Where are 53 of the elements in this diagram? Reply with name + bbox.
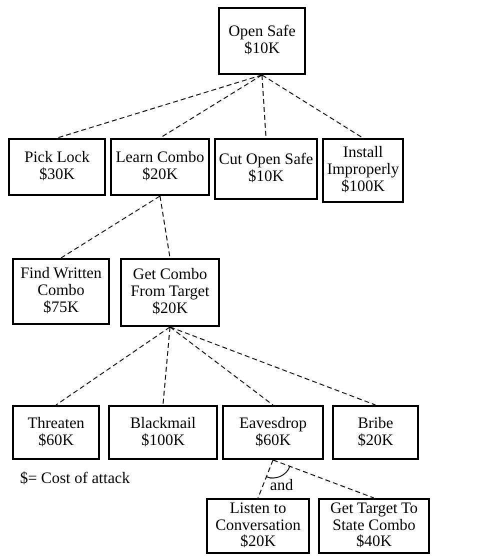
attack-name: Install Improperly bbox=[326, 145, 400, 179]
attack-cost: $20K bbox=[142, 167, 178, 184]
attack-box bbox=[108, 405, 218, 460]
connector-line bbox=[170, 326, 376, 406]
attack-cost: $75K bbox=[43, 300, 79, 317]
attack-cost: $40K bbox=[356, 534, 392, 552]
attack-cost: $10K bbox=[248, 169, 284, 186]
attack-cost: $10K bbox=[244, 41, 280, 58]
attack-box bbox=[206, 498, 310, 554]
attack-box bbox=[110, 138, 210, 196]
attack-cost: $30K bbox=[39, 167, 75, 184]
connector-line bbox=[258, 460, 274, 498]
connector-line bbox=[56, 326, 170, 406]
attack-name: Bribe bbox=[358, 416, 394, 432]
connector-line bbox=[56, 74, 262, 138]
connector-line bbox=[262, 74, 364, 138]
note: $= Cost of attack bbox=[20, 470, 130, 488]
attack-name: Listen to Conversation bbox=[214, 500, 302, 534]
attack-name: Learn Combo bbox=[116, 150, 204, 167]
attack-box bbox=[214, 138, 318, 200]
connector-line bbox=[160, 74, 262, 138]
attack-cost: $60K bbox=[38, 432, 74, 450]
attack-cost: $20K bbox=[358, 432, 394, 450]
attack-box bbox=[12, 258, 110, 325]
connector-line bbox=[160, 196, 170, 258]
connector-line bbox=[262, 74, 266, 138]
attack-name: Threaten bbox=[28, 416, 84, 432]
attack-box bbox=[8, 138, 106, 196]
attack-name: Blackmail bbox=[130, 416, 196, 432]
connector-line bbox=[272, 460, 374, 498]
attack-name: Pick Lock bbox=[24, 150, 90, 167]
attack-name: Open Safe bbox=[228, 24, 296, 41]
attack-name: Find Written Combo bbox=[19, 266, 103, 300]
attack-name: Eavesdrop bbox=[239, 416, 307, 432]
attack-name: Get Target To State Combo bbox=[329, 500, 419, 534]
and-label: and bbox=[270, 477, 294, 495]
connector-line bbox=[162, 326, 170, 406]
attack-box bbox=[322, 138, 404, 203]
attack-box bbox=[12, 405, 100, 460]
attack-cost: $100K bbox=[141, 432, 185, 450]
attack-box bbox=[332, 405, 419, 460]
attack-cost: $20K bbox=[240, 534, 276, 552]
attack-name: Get Combo From Target bbox=[130, 267, 210, 301]
attack-cost: $60K bbox=[255, 432, 291, 450]
attack-name: Cut Open Safe bbox=[218, 152, 314, 169]
attack-box bbox=[218, 7, 306, 75]
attack-box bbox=[222, 405, 324, 460]
attack-box bbox=[120, 258, 220, 327]
attack-cost: $100K bbox=[341, 178, 385, 196]
attack-box bbox=[318, 498, 430, 554]
connector-line bbox=[60, 196, 160, 258]
attack-cost: $20K bbox=[152, 300, 188, 318]
connector-line bbox=[170, 326, 274, 406]
